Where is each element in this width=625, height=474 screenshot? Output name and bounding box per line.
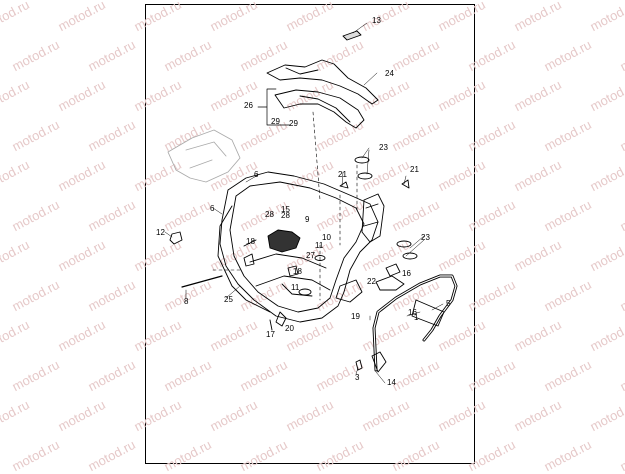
callout-21: 21 xyxy=(410,165,419,174)
callout-1: 1 xyxy=(414,313,419,322)
upper-cover-part xyxy=(266,59,379,105)
callout-26: 26 xyxy=(244,101,253,110)
emblem-part xyxy=(342,30,362,41)
callout-28: 28 xyxy=(265,210,274,219)
callout-13: 13 xyxy=(372,16,381,25)
callout-29: 29 xyxy=(289,119,298,128)
callout-27: 27 xyxy=(306,251,315,260)
callout-23: 23 xyxy=(379,143,388,152)
callout-18: 18 xyxy=(293,267,302,276)
callout-10: 10 xyxy=(322,233,331,242)
callout-14: 14 xyxy=(387,378,396,387)
background-frame xyxy=(167,129,241,183)
callout-18: 18 xyxy=(246,237,255,246)
main-frame xyxy=(219,171,379,323)
lower-cover-part xyxy=(274,89,365,129)
steering-head xyxy=(361,193,385,243)
callout-3: 3 xyxy=(355,373,360,382)
callout-19: 19 xyxy=(351,312,360,321)
callout-29: 29 xyxy=(271,117,280,126)
callout-28: 28 xyxy=(281,211,290,220)
callout-16: 16 xyxy=(402,269,411,278)
callout-11: 11 xyxy=(291,283,300,292)
callout-23: 23 xyxy=(421,233,430,242)
callout-22: 22 xyxy=(367,277,376,286)
callout-15: 15 xyxy=(281,205,290,214)
callout-21: 21 xyxy=(338,170,347,179)
callout-24: 24 xyxy=(385,69,394,78)
diagram-frame xyxy=(145,4,475,464)
callout-8: 8 xyxy=(184,297,189,306)
callout-16: 16 xyxy=(408,308,417,317)
callout-17: 17 xyxy=(266,330,275,339)
callout-5: 5 xyxy=(446,299,451,308)
callout-9: 9 xyxy=(305,215,310,224)
callout-25: 25 xyxy=(224,295,233,304)
callout-20: 20 xyxy=(285,324,294,333)
callout-6: 6 xyxy=(210,204,215,213)
callout-11: 11 xyxy=(315,241,324,250)
callout-12: 12 xyxy=(156,228,165,237)
callout-6: 6 xyxy=(254,170,259,179)
